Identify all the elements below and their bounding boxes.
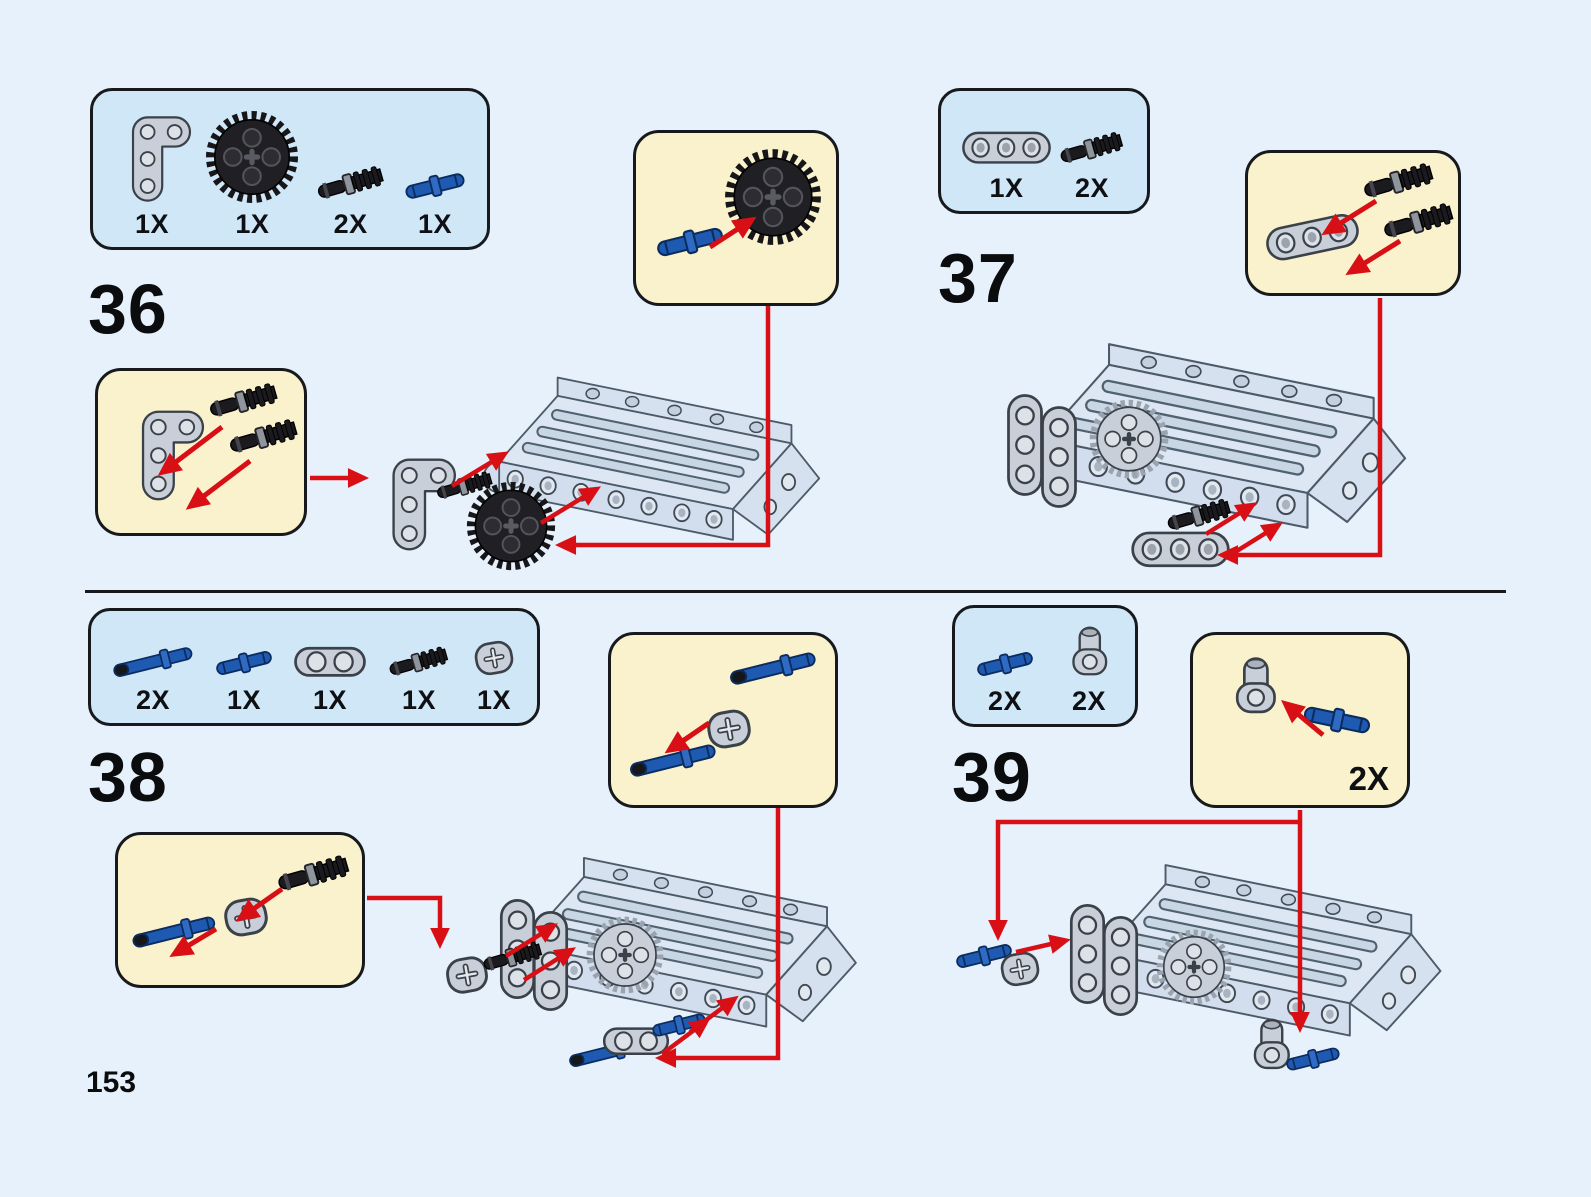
axle-pin-icon [1361,161,1435,203]
part-item: 2X [973,620,1037,715]
angle-connector-icon [1061,623,1117,682]
page-number: 153 [86,1066,137,1099]
part-item: 1X [384,623,454,714]
axle-pin-icon [207,381,279,422]
gear-icon [1088,398,1170,480]
callout-38-top-diagram [627,649,818,781]
axle-pin-icon [1381,201,1455,243]
callout-38-left-diagram [130,853,351,958]
part-item: 1X [111,103,193,238]
long-pin-icon [727,649,818,689]
part-qty: 1X [235,209,270,239]
long-pin-icon [130,913,218,952]
gear-icon [585,915,665,995]
t-liftarm-icon [111,113,193,205]
blue-pin-icon [648,1008,710,1042]
beam-3-icon [959,123,1054,169]
axle-connector-icon [995,946,1045,992]
axle-connector-icon [469,635,519,681]
part-qty: 1X [989,173,1024,203]
part-qty: 1X [417,209,452,239]
part-qty: 2X [1071,686,1107,716]
callout-36-liftarm-diagram [141,381,299,510]
blue-pin-icon [973,646,1037,682]
red-arrow [1321,198,1378,236]
axle-pin-icon [312,162,390,205]
callout-step-37 [1245,150,1461,296]
red-arrow [1345,238,1402,276]
parts-box-step-38: 2X 1X 1X 1X 1X [88,608,540,726]
part-qty: 2X [1074,173,1110,203]
part-item: 2X [109,623,197,714]
part-item: 1X [212,623,276,714]
part-qty: 2X [333,209,368,239]
axle-pin-icon [275,853,351,896]
pin-connector-icon [291,639,369,681]
part-item: 1X [469,623,519,714]
part-qty: 1X [476,685,512,715]
part-item: 1X [204,103,300,238]
callout-quantity: 2X [1348,760,1389,797]
red-arrow [185,459,252,510]
red-arrow [367,895,450,950]
red-arrow [157,425,224,476]
axle-pin-icon [227,417,299,458]
callout-step-39: 2X [1190,632,1410,808]
axle-connector-icon [706,709,751,749]
parts-box-step-39: 2X 2X [952,605,1138,727]
callout-step-36-liftarm [95,368,307,536]
part-item: 1X [401,103,469,238]
step-number-37: 37 [938,239,1018,317]
callout-step-38-top [608,632,838,808]
gear-icon [465,480,557,572]
part-qty: 2X [987,686,1023,716]
red-arrow [235,886,284,922]
angle-connector-icon [1235,657,1276,714]
callout-37-diagram [1263,161,1455,276]
step-number-36: 36 [88,270,168,348]
red-arrow [1281,700,1325,737]
beam-3-vertical-icon [1036,402,1082,512]
red-arrow [169,926,218,958]
part-qty: 1X [226,685,262,715]
part-item: 2X [312,103,390,238]
callout-36-gear-diagram [654,135,838,262]
callout-39-diagram [1235,657,1377,753]
gear-icon [204,109,300,205]
part-qty: 2X [135,685,171,715]
part-qty: 1X [312,685,348,715]
blue-pin-icon [212,645,276,681]
callout-step-38-left [115,832,365,988]
axle-pin-icon [478,938,548,976]
red-arrow [708,216,757,250]
t-liftarm-icon [141,410,205,501]
step-number-38: 38 [88,738,168,816]
blue-pin-icon [401,167,469,205]
section-divider [85,590,1506,593]
part-item: 2X [1055,103,1129,202]
beam-3-vertical-icon [1098,912,1143,1020]
beam-3-icon [1128,522,1233,573]
parts-box-step-36: 1X 1X 2X 1X [90,88,490,250]
long-pin-icon [109,644,197,681]
part-item: 1X [959,103,1054,202]
red-arrow [664,720,711,754]
step-number-39: 39 [952,738,1032,816]
callout-step-36-gear [633,130,839,306]
axle-pin-icon [1055,128,1129,169]
part-item: 1X [291,623,369,714]
part-qty: 1X [401,685,437,715]
axle-pin-icon [384,643,454,681]
blue-pin-icon [1297,687,1377,753]
parts-box-step-37: 1X 2X [938,88,1150,214]
gear-icon [1155,928,1233,1006]
blue-pin-icon [1282,1042,1344,1076]
part-item: 2X [1061,620,1117,715]
part-qty: 1X [134,209,170,239]
